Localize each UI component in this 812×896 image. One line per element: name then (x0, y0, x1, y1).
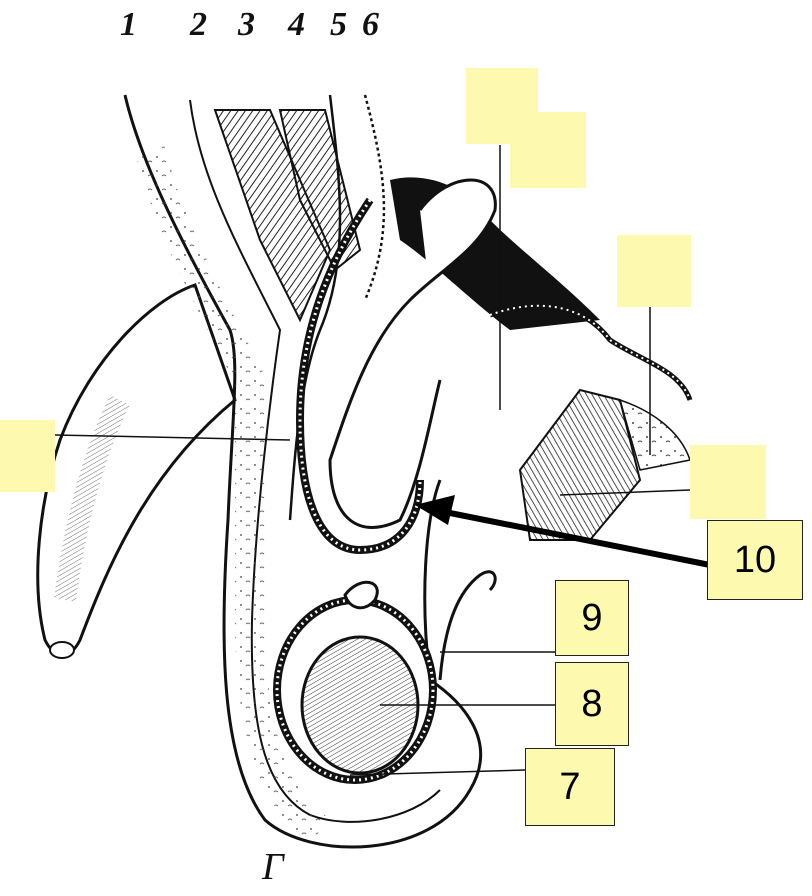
label-box-9[interactable]: 9 (555, 580, 629, 656)
rectus-muscle (520, 390, 640, 540)
blank-label-box-mid-right[interactable] (617, 235, 691, 307)
layer-label-3: 3 (238, 8, 255, 42)
layer-6-fascia (365, 95, 384, 300)
layer-label-4: 4 (288, 8, 305, 42)
layer-label-2: 2 (190, 8, 207, 42)
glans-tip (50, 642, 74, 658)
epididymis-head (345, 582, 377, 608)
layer-label-5: 5 (330, 8, 347, 42)
blank-label-box-left[interactable] (0, 420, 55, 492)
blank-label-box-lower-right[interactable] (690, 445, 766, 519)
label-box-7[interactable]: 7 (525, 748, 615, 826)
label-box-8[interactable]: 8 (555, 662, 629, 746)
blank-label-box-top-2[interactable] (510, 112, 586, 188)
vas-deferens (440, 572, 495, 680)
layer-label-1: 1 (120, 8, 137, 42)
label-box-10[interactable]: 10 (707, 520, 803, 600)
figure-letter: Г (262, 845, 284, 889)
layer-label-6: 6 (362, 8, 379, 42)
